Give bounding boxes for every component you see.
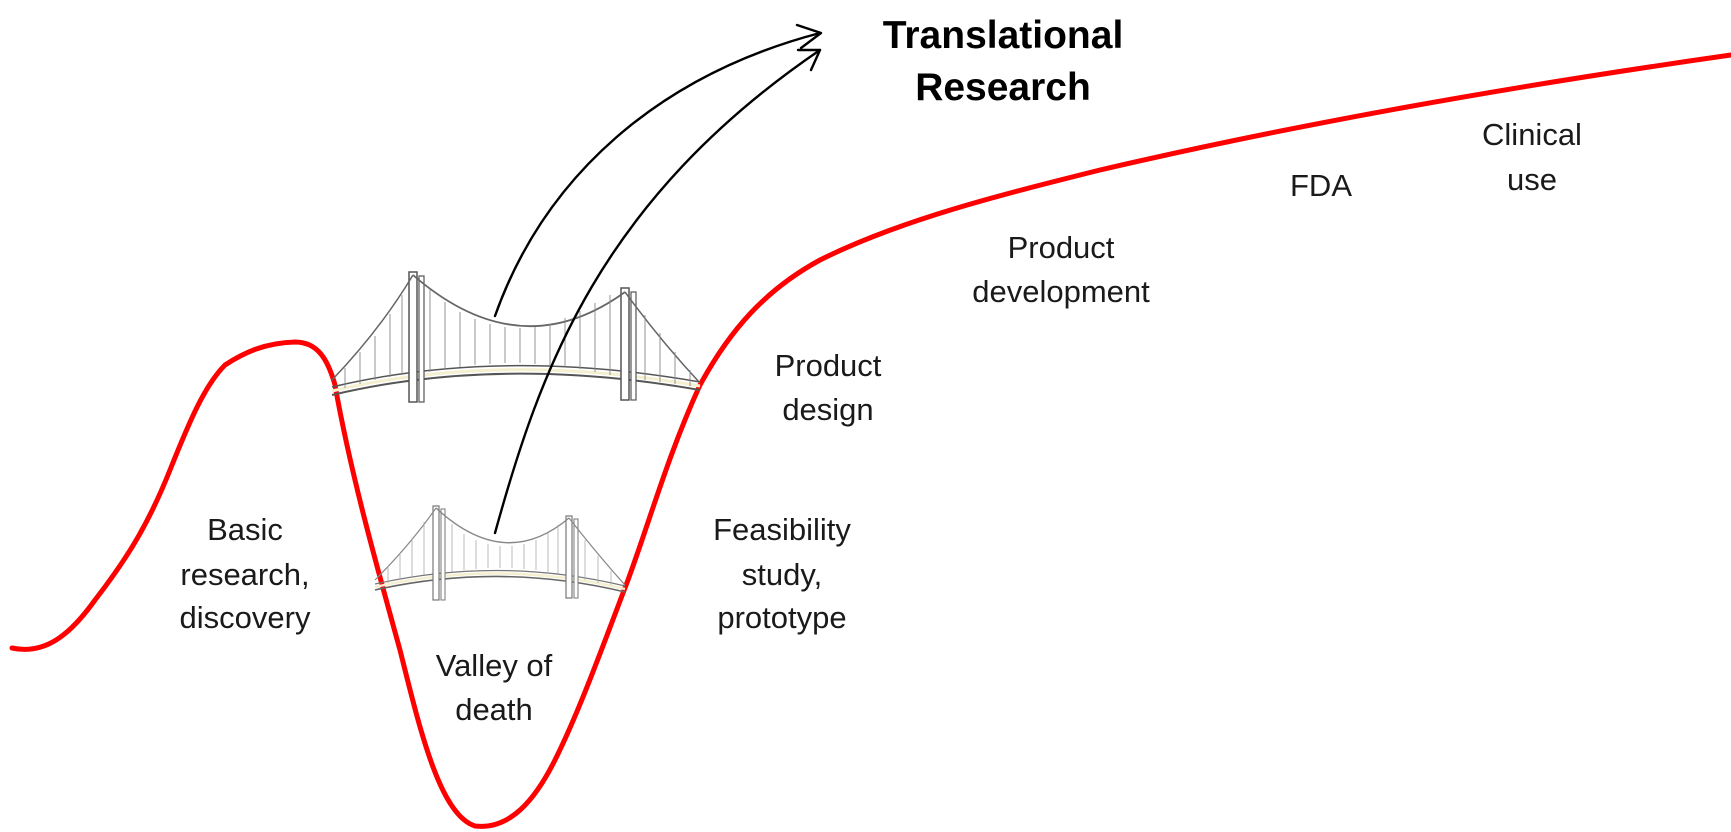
diagram-title-line2: Research	[915, 66, 1091, 109]
label-basic-research-line1: Basic	[207, 512, 283, 547]
label-product-design-line2: design	[782, 392, 873, 427]
label-basic-research-line2: research,	[180, 557, 309, 592]
label-product-development: Product development	[972, 230, 1150, 309]
label-fda: FDA	[1290, 168, 1352, 203]
label-valley-of-death: Valley of death	[436, 648, 553, 727]
label-feasibility-line3: prototype	[717, 600, 846, 635]
label-feasibility-line1: Feasibility	[713, 512, 851, 547]
label-product-development-line2: development	[972, 274, 1150, 309]
label-product-design-line1: Product	[775, 348, 882, 383]
research-pathway-curve	[9, 52, 1731, 829]
label-product-development-line1: Product	[1008, 230, 1115, 265]
label-clinical-use-line1: Clinical	[1482, 117, 1582, 152]
label-valley-line2: death	[455, 692, 533, 727]
label-feasibility: Feasibility study, prototype	[713, 512, 851, 635]
label-clinical-use: Clinical use	[1482, 117, 1582, 197]
label-basic-research: Basic research, discovery	[180, 512, 311, 635]
label-product-design: Product design	[775, 348, 882, 427]
label-feasibility-line2: study,	[742, 557, 822, 592]
bridge-icon	[374, 505, 626, 601]
label-clinical-use-line2: use	[1507, 162, 1557, 197]
label-basic-research-line3: discovery	[180, 600, 311, 635]
bridge-icon	[331, 271, 701, 403]
label-valley-line1: Valley of	[436, 648, 553, 683]
arrow-icon	[493, 23, 823, 318]
diagram-title-line1: Translational	[883, 14, 1124, 57]
label-fda-line1: FDA	[1290, 168, 1352, 203]
arrow-icon	[493, 48, 822, 535]
